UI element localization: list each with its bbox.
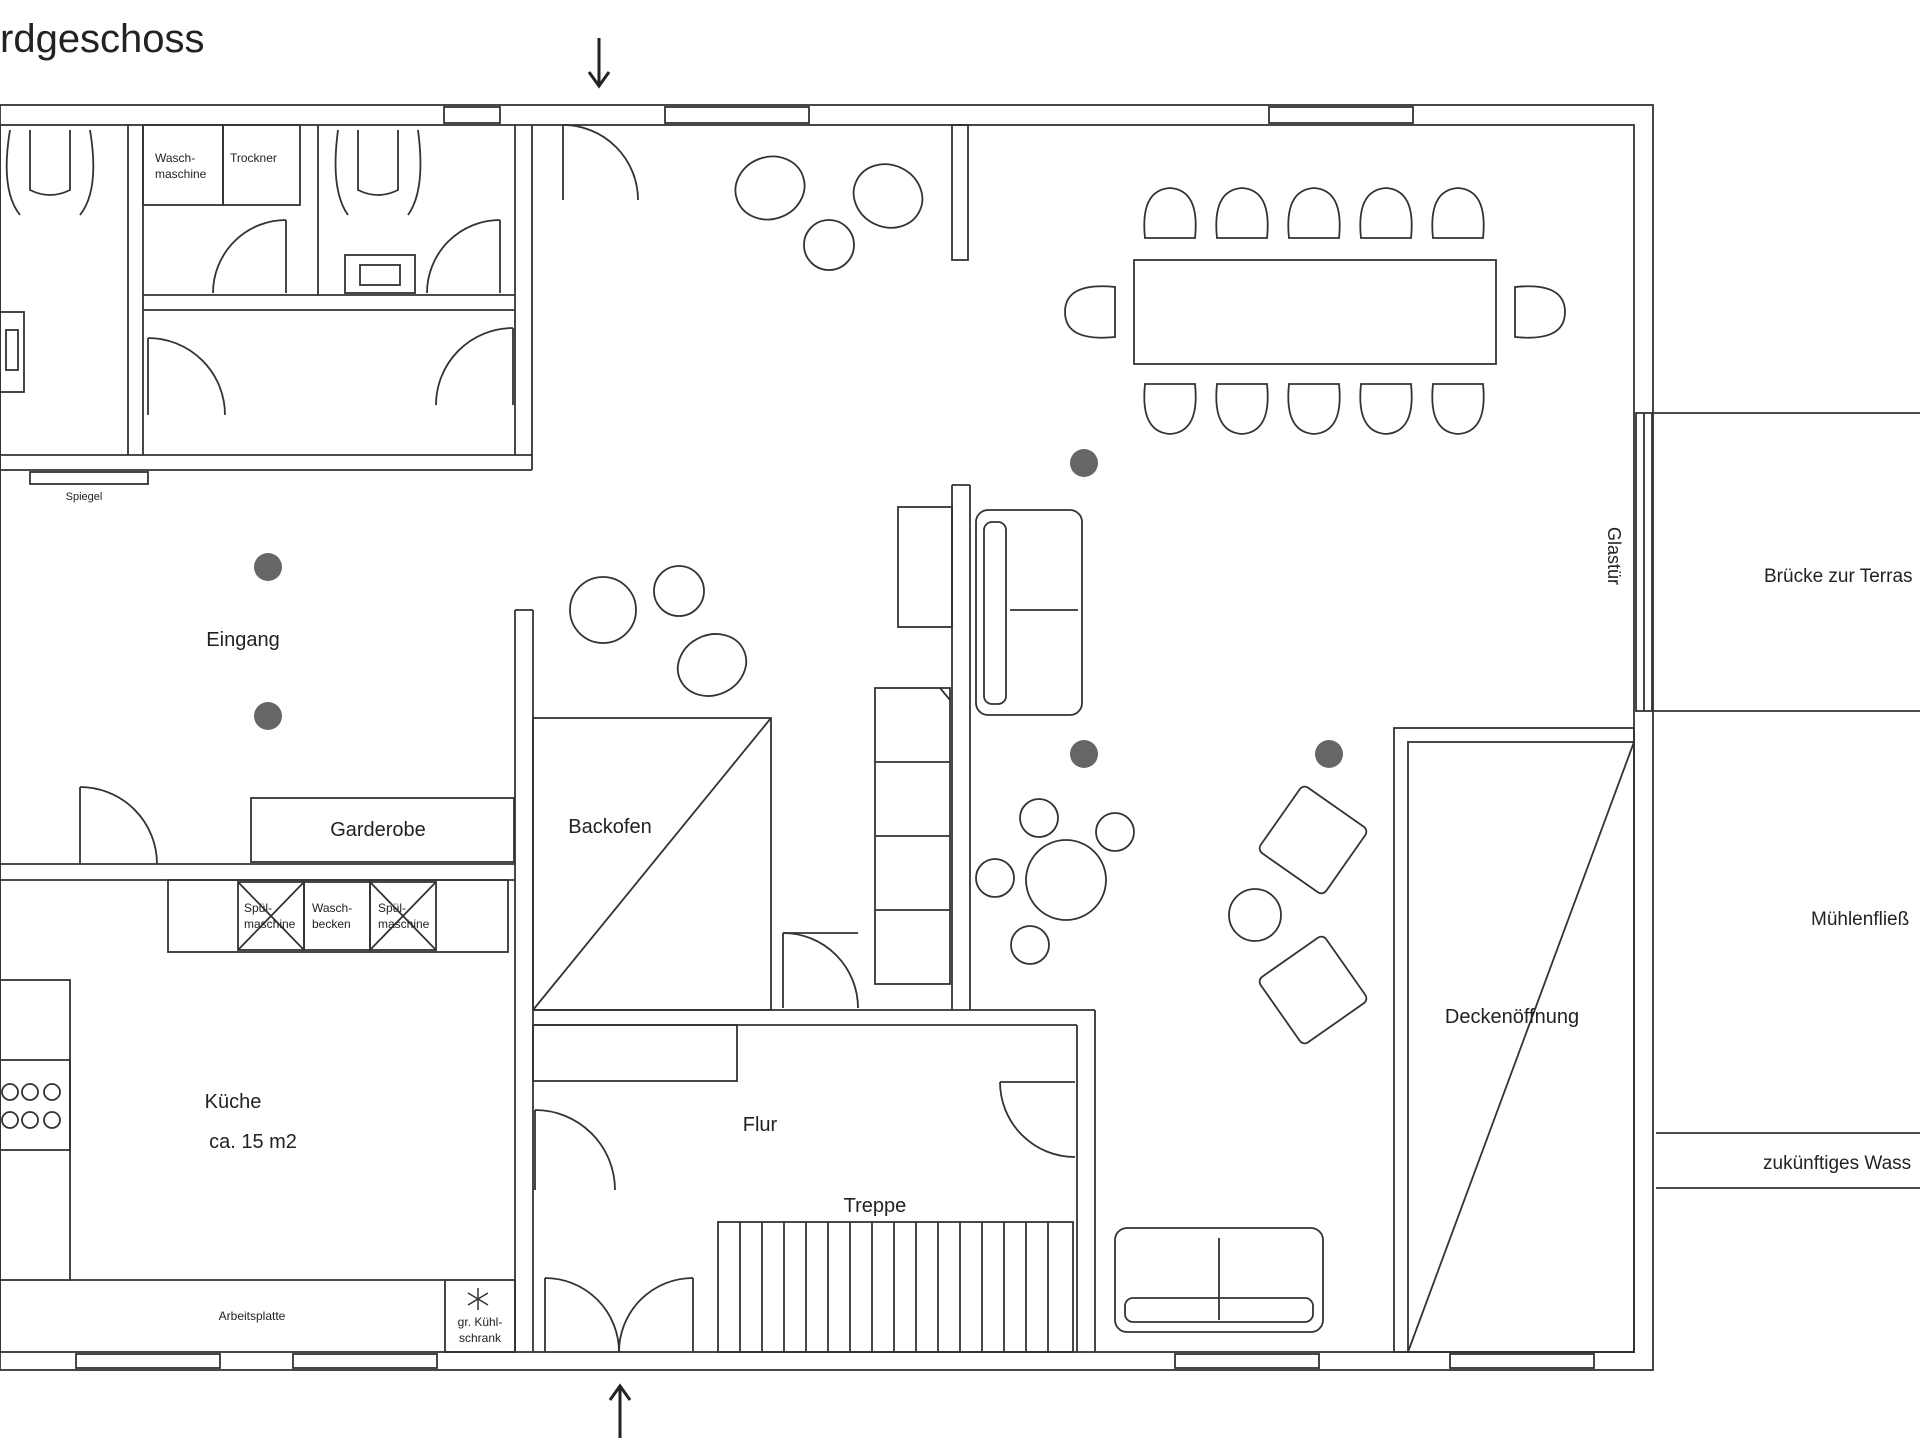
oven-block <box>532 717 772 1011</box>
hallway-wall <box>532 1009 1096 1352</box>
room-label-treppe: Treppe <box>844 1195 907 1217</box>
snowflake-icon <box>467 1288 489 1310</box>
label-muehlenfliess: Mühlenfließ <box>1811 909 1909 930</box>
arrow-down-icon <box>587 38 611 89</box>
kitchen-counter <box>0 879 516 1353</box>
door <box>534 932 1076 1191</box>
round-table <box>975 798 1135 965</box>
label-trockner: Trockner <box>230 151 277 165</box>
room-label-garderobe: Garderobe <box>330 819 426 841</box>
label-glastuer: Glastür <box>1604 527 1624 585</box>
outside-area <box>1653 412 1920 1189</box>
room-label-deckenoeffnung: Deckenöffnung <box>1445 1006 1579 1028</box>
room-label-backofen: Backofen <box>568 816 651 838</box>
label-spuelmaschine-2a: maschine <box>244 917 296 931</box>
sideboard <box>874 687 951 985</box>
label-wasser: zukünftiges Wass <box>1763 1153 1911 1174</box>
lounge-chair <box>569 155 924 697</box>
ceiling-opening <box>1393 727 1635 1353</box>
label-kuehlschrank-1: gr. Kühl- <box>458 1315 503 1329</box>
toilet <box>5 129 422 216</box>
label-waschmaschine-1: Wasch- <box>155 151 195 165</box>
label-arbeitsplatte: Arbeitsplatte <box>219 1309 286 1323</box>
room-label-eingang: Eingang <box>206 629 279 651</box>
arrow-up-icon <box>608 1383 632 1438</box>
door <box>79 786 158 865</box>
stove <box>0 1059 71 1151</box>
label-spiegel: Spiegel <box>66 491 103 503</box>
glass-door <box>1635 412 1653 712</box>
dining-table <box>1133 259 1497 365</box>
door <box>147 124 639 416</box>
label-spuelmaschine-1a: Spül- <box>244 901 272 915</box>
side-table <box>653 219 855 617</box>
room-label-kueche: Küche <box>205 1091 262 1113</box>
label-waschbecken-2: becken <box>312 917 351 931</box>
label-waschbecken-1: Wasch- <box>312 901 352 915</box>
room-label-flur: Flur <box>743 1114 778 1136</box>
garderobe-block <box>0 797 515 881</box>
dining-chair <box>1064 187 1566 435</box>
page-title: rdgeschoss <box>0 17 205 61</box>
label-kuehlschrank-2: schrank <box>459 1331 502 1345</box>
label-waschmaschine-2: maschine <box>155 167 207 181</box>
double-door <box>544 1277 694 1353</box>
column <box>254 449 1343 768</box>
label-bruecke: Brücke zur Terras <box>1764 566 1913 587</box>
wall-stub <box>951 124 969 261</box>
partition-wall <box>514 609 534 1352</box>
partition-wall <box>897 484 971 1010</box>
sofa <box>975 509 1324 1333</box>
bathroom-block <box>0 124 533 471</box>
label-spuelmaschine-1b: Spül- <box>378 901 406 915</box>
room-area-kueche: ca. 15 m2 <box>209 1131 297 1153</box>
staircase <box>717 1221 1074 1353</box>
window <box>75 106 1595 1369</box>
armchair <box>1228 785 1368 1045</box>
label-spuelmaschine-2b: maschine <box>378 917 430 931</box>
mirror <box>29 471 149 485</box>
